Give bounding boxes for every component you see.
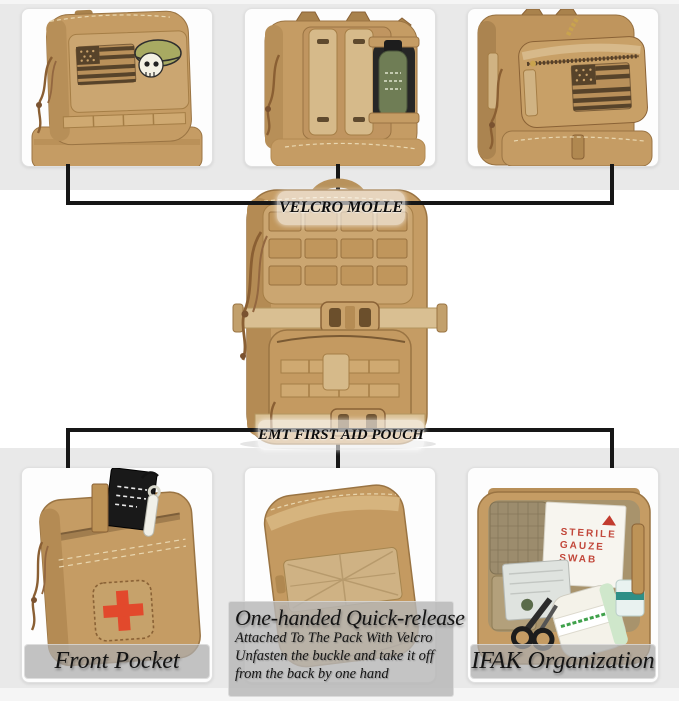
mesh-pocket bbox=[489, 501, 549, 575]
webbing-strap bbox=[91, 483, 109, 533]
admin-pouch bbox=[518, 36, 648, 129]
side-webbing bbox=[523, 69, 539, 117]
photo-card-mounted-pouch bbox=[467, 8, 659, 167]
red-cross-patch bbox=[92, 579, 155, 642]
zipper bbox=[526, 54, 639, 67]
backpack-lower-section bbox=[270, 138, 426, 166]
gauze-packet-text: GAUZE bbox=[560, 540, 606, 553]
side-release-buckle bbox=[320, 301, 380, 334]
photo-card-molle-attachments bbox=[244, 8, 436, 167]
velcro-strip bbox=[283, 547, 403, 613]
connector-top-left-vertical bbox=[66, 164, 70, 205]
red-triangle-logo bbox=[602, 515, 617, 526]
quick-release-title: One-handed Quick-release bbox=[235, 605, 465, 630]
quick-release-line-2: Unfasten the buckle and take it off bbox=[235, 647, 434, 664]
ifak-organization-caption: IFAK Organization bbox=[470, 644, 656, 679]
mounted-pouch-photo bbox=[477, 9, 653, 166]
cord-loop bbox=[141, 471, 159, 479]
elastic-loop bbox=[275, 575, 286, 594]
pouch-with-patches-photo bbox=[31, 9, 203, 166]
bandage-roll bbox=[551, 583, 628, 659]
top-light-strip bbox=[0, 0, 679, 4]
emt-first-aid-pouch-label: EMT FIRST AID POUCH bbox=[258, 420, 424, 450]
drawstring bbox=[240, 231, 268, 361]
front-pocket-caption: Front Pocket bbox=[24, 644, 210, 679]
photo-card-velcro-patches bbox=[21, 8, 213, 167]
skull-helmet-patch bbox=[134, 39, 182, 78]
drawstring bbox=[36, 56, 57, 134]
drawstring bbox=[265, 54, 281, 136]
gauze-packet-text: STERILE bbox=[560, 527, 617, 541]
front-pocket-photo bbox=[30, 468, 201, 667]
us-flag-patch bbox=[570, 62, 632, 112]
velcro-molle-label: VELCRO MOLLE bbox=[277, 191, 405, 225]
side-elastic bbox=[631, 523, 645, 595]
quick-release-line-3: from the back by one hand bbox=[235, 665, 389, 682]
backpack-lower-pocket bbox=[501, 130, 653, 166]
front-zip-pocket bbox=[268, 329, 412, 433]
molle-webbing bbox=[62, 112, 187, 129]
drawstring bbox=[488, 68, 504, 150]
pocket-webbing-tab bbox=[322, 353, 350, 391]
quick-release-line-1: Attached To The Pack With Velcro bbox=[235, 630, 433, 647]
molle-strap bbox=[308, 28, 338, 136]
drawstring bbox=[30, 541, 49, 631]
bottle-holder bbox=[368, 36, 420, 124]
connector-top-right-vertical bbox=[610, 164, 614, 205]
pouch-with-attachments-photo bbox=[264, 11, 426, 166]
connector-bottom-right-vertical bbox=[610, 428, 614, 468]
paracord-zipper-pull bbox=[565, 15, 580, 37]
connector-bottom-left-vertical bbox=[66, 428, 70, 468]
quick-release-callout: One-handed Quick-release Attached To The… bbox=[228, 601, 465, 697]
white-clip bbox=[143, 485, 161, 537]
us-flag-patch bbox=[75, 43, 137, 86]
